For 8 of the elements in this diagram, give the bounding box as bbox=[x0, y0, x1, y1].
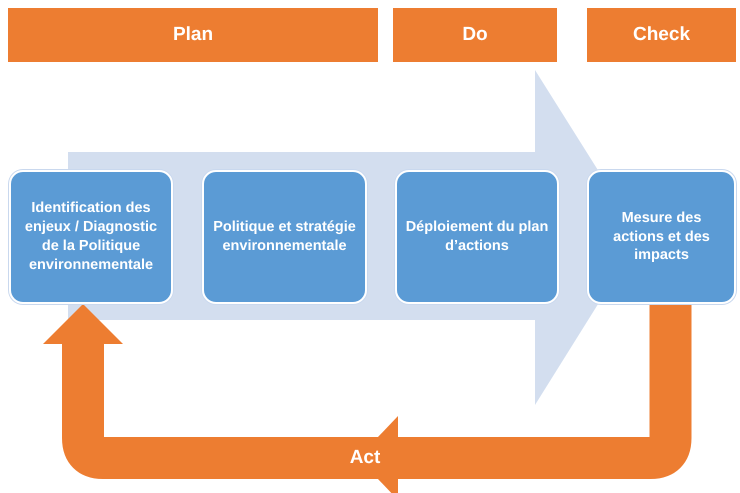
step-box: Identification des enjeux / Diagnostic de la Politique environnementale bbox=[9, 170, 173, 304]
step-box: Politique et stratégie environnementale bbox=[202, 170, 367, 304]
phase-header: Do bbox=[393, 8, 557, 62]
phase-header: Plan bbox=[8, 8, 378, 62]
phase-header: Check bbox=[587, 8, 736, 62]
step-box: Déploiement du plan d’actions bbox=[395, 170, 559, 304]
u-turn-arrow bbox=[43, 304, 692, 493]
step-box: Mesure des actions et des impacts bbox=[587, 170, 736, 304]
